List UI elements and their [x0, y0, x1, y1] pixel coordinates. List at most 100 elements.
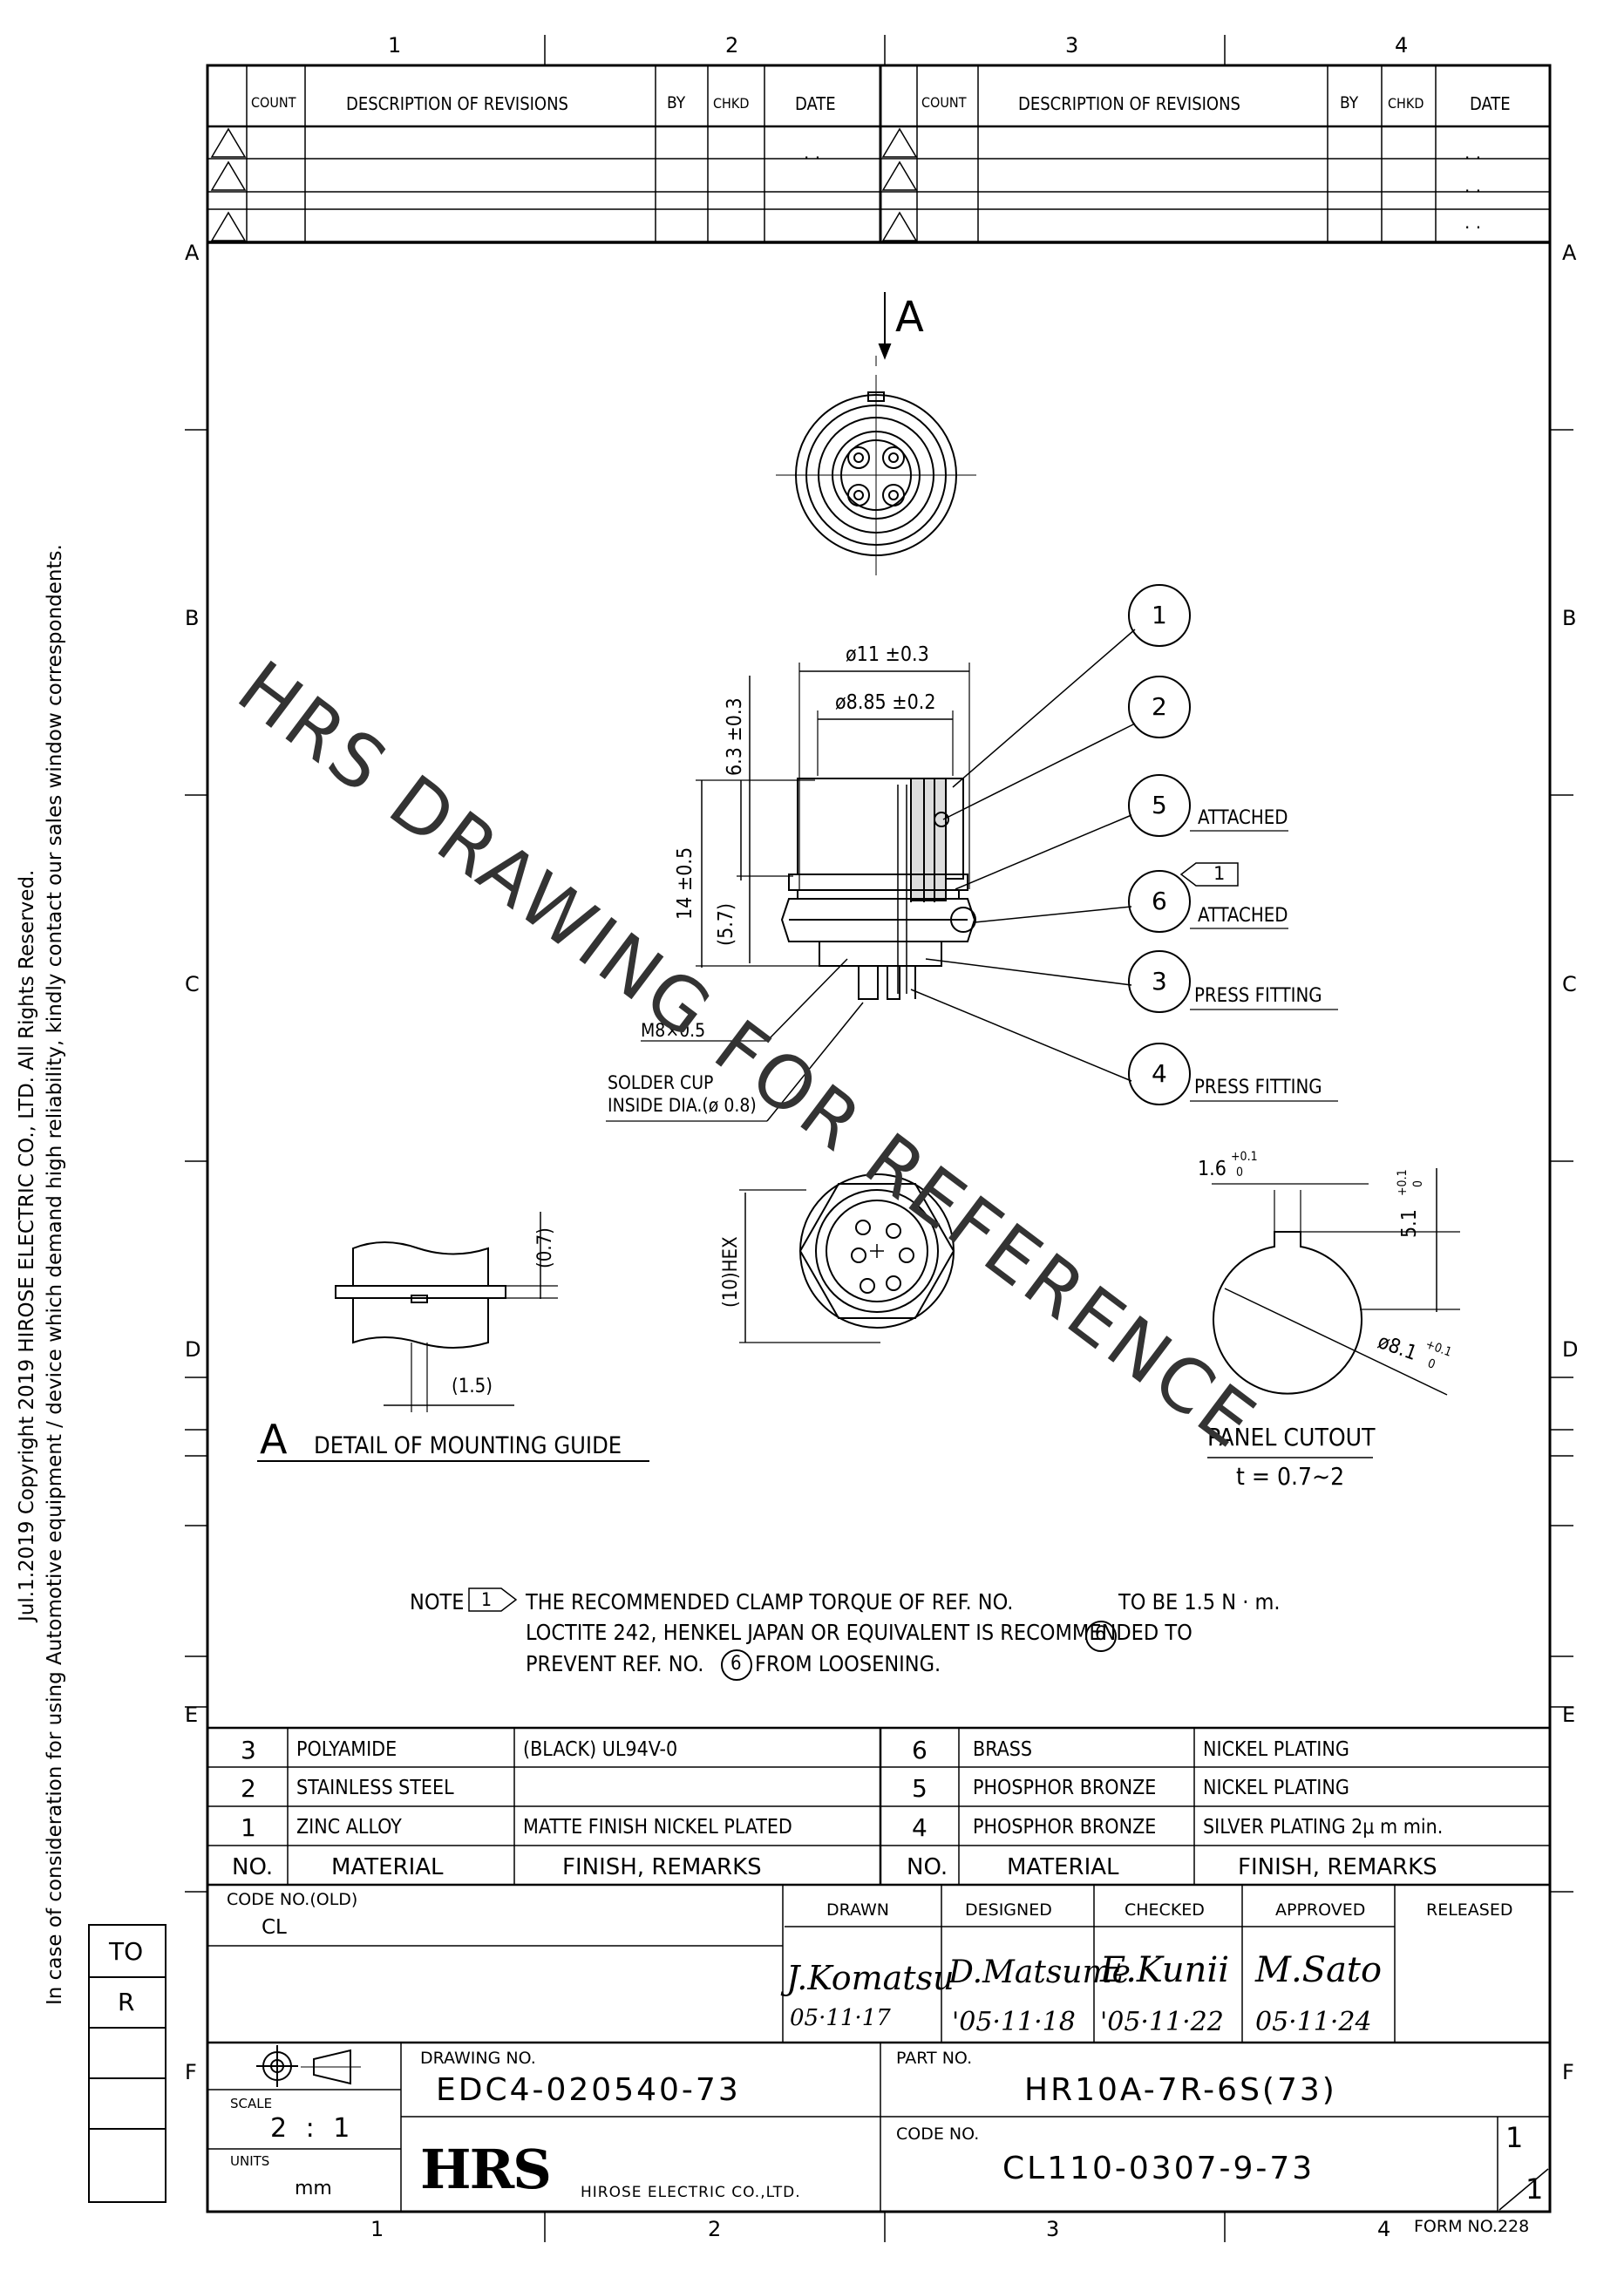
callout-4-label: PRESS FITTING [1194, 1077, 1322, 1098]
units-label: UNITS [230, 2153, 270, 2169]
note-flag: 1 [481, 1589, 493, 1610]
callout-3-label: PRESS FITTING [1194, 985, 1322, 1007]
callout-6-label: ATTACHED [1198, 905, 1288, 927]
callout-2-num: 2 [1152, 692, 1167, 721]
scale-value: 2 : 1 [270, 2113, 356, 2144]
rev-date-placeholder-4: . . [1464, 212, 1482, 233]
designed-label: DESIGNED [965, 1900, 1052, 1920]
rev-header-desc-right: DESCRIPTION OF REVISIONS [1018, 93, 1240, 114]
grid-row-c-left: C [185, 972, 200, 996]
mat-header-material-left: MATERIAL [331, 1854, 444, 1880]
grid-col-1-top: 1 [388, 33, 402, 58]
mat-right-row1-material: BRASS [973, 1738, 1033, 1761]
units-value: mm [295, 2178, 332, 2199]
view-a-label: A [895, 293, 924, 342]
mat-right-row1-finish: NICKEL PLATING [1203, 1738, 1349, 1761]
mat-left-row3-no: 1 [241, 1813, 256, 1842]
released-label: RELEASED [1426, 1900, 1513, 1920]
mat-left-row2-no: 2 [241, 1774, 256, 1803]
rev-header-chkd-left: CHKD [713, 95, 750, 112]
rev-date-placeholder-2: . . [1464, 142, 1482, 163]
designed-date: '05·11·18 [952, 2007, 1076, 2037]
grid-col-2-top: 2 [725, 33, 739, 58]
dim-cut-height: 5.1 [1398, 1209, 1421, 1238]
sheet-number: 1 [1505, 2121, 1524, 2154]
rev-header-date-left: DATE [795, 93, 836, 114]
sheet-total: 1 [1525, 2172, 1544, 2206]
note-line-1a: THE RECOMMENDED CLAMP TORQUE OF REF. NO. [526, 1589, 1014, 1615]
rev-header-by-right: BY [1340, 93, 1359, 112]
dim-height-5-7: (5.7) [715, 902, 737, 946]
approved-signature: M.Sato [1255, 1950, 1383, 1990]
drawn-date: 05·11·17 [790, 2005, 891, 2031]
approved-date: 05·11·24 [1255, 2007, 1372, 2037]
note-line-2: LOCTITE 242, HENKEL JAPAN OR EQUIVALENT … [526, 1620, 1193, 1645]
mat-left-row1-no: 3 [241, 1736, 256, 1764]
dim-cut-height-tol: +0.1 [1396, 1169, 1410, 1196]
grid-row-b-right: B [1562, 606, 1577, 630]
mat-right-row3-finish: SILVER PLATING 2μ m min. [1203, 1816, 1444, 1839]
dim-cut-height-tol0: 0 [1411, 1179, 1425, 1187]
note-line-3b: FROM LOOSENING. [755, 1651, 941, 1676]
mat-header-no-right: NO. [907, 1854, 948, 1880]
dim-dia-inner: ø8.85 ±0.2 [835, 691, 936, 714]
checked-date: '05·11·22 [1100, 2007, 1224, 2037]
mat-right-row3-no: 4 [912, 1813, 928, 1842]
mat-left-row1-material: POLYAMIDE [296, 1738, 398, 1761]
callout-3-num: 3 [1152, 967, 1167, 996]
grid-row-a-left: A [185, 241, 200, 265]
dim-dia-outer: ø11 ±0.3 [846, 643, 929, 666]
callout-4-num: 4 [1152, 1059, 1167, 1088]
dim-solder-dia: INSIDE DIA.(ø 0.8) [608, 1095, 757, 1116]
approved-label: APPROVED [1275, 1900, 1366, 1920]
part-no-label: PART NO. [896, 2049, 973, 2068]
grid-col-2-bottom: 2 [708, 2217, 722, 2241]
grid-col-4-top: 4 [1395, 33, 1409, 58]
grid-row-e-right: E [1562, 1703, 1576, 1727]
mat-left-row2-material: STAINLESS STEEL [296, 1777, 454, 1799]
routing-box: TO R [88, 1924, 166, 2203]
mat-left-row3-finish: MATTE FINISH NICKEL PLATED [523, 1816, 792, 1839]
rev-header-chkd-right: CHKD [1388, 95, 1424, 112]
rev-header-count-left: COUNT [251, 94, 296, 111]
grid-row-f-right: F [1562, 2060, 1574, 2084]
rev-header-date-right: DATE [1470, 93, 1511, 114]
form-number: FORM NO.228 [1414, 2217, 1530, 2236]
rev-date-placeholder-3: . . [1464, 175, 1482, 196]
grid-row-e-left: E [185, 1703, 199, 1727]
rev-header-by-left: BY [667, 93, 686, 112]
dim-solder-cup: SOLDER CUP [608, 1072, 714, 1093]
dim-cut-width-tol0: 0 [1236, 1166, 1244, 1179]
mat-right-row2-material: PHOSPHOR BRONZE [973, 1777, 1157, 1799]
note-ref-6a: 6 [1095, 1623, 1106, 1645]
routing-to: TO [109, 1937, 144, 1966]
mat-right-row3-material: PHOSPHOR BRONZE [973, 1816, 1157, 1839]
drawn-signature: J.Komatsu [786, 1959, 955, 1997]
mat-right-row2-no: 5 [912, 1774, 928, 1803]
grid-col-3-top: 3 [1065, 33, 1079, 58]
dim-height-14: 14 ±0.5 [674, 846, 696, 920]
code-no: CL110-0307-9-73 [1002, 2151, 1315, 2186]
mat-right-row2-finish: NICKEL PLATING [1203, 1777, 1349, 1799]
dim-hex: (10)HEX [720, 1236, 742, 1308]
hrs-logo: HRS [420, 2138, 552, 2201]
drawn-label: DRAWN [826, 1900, 890, 1920]
callout-1-num: 1 [1152, 601, 1167, 629]
dim-cut-width-tol: +0.1 [1231, 1150, 1258, 1164]
grid-row-b-left: B [185, 606, 200, 630]
mat-left-row3-material: ZINC ALLOY [296, 1816, 402, 1839]
dim-detail-width: (1.5) [452, 1376, 493, 1397]
note-label: NOTE [410, 1589, 465, 1615]
grid-col-1-bottom: 1 [370, 2217, 384, 2241]
scale-label: SCALE [230, 2096, 273, 2111]
grid-col-4-bottom: 4 [1377, 2217, 1391, 2241]
code-no-label: CODE NO. [896, 2124, 980, 2144]
code-old-label: CODE NO.(OLD) [227, 1890, 358, 1909]
note-line-1b: TO BE 1.5 N · m. [1118, 1589, 1281, 1615]
dim-height-6-3: 6.3 ±0.3 [724, 697, 746, 776]
grid-row-d-left: D [185, 1337, 201, 1362]
rev-header-count-right: COUNT [921, 94, 967, 111]
mat-header-finish-left: FINISH, REMARKS [562, 1854, 762, 1880]
code-old-value: CL [262, 1916, 287, 1939]
